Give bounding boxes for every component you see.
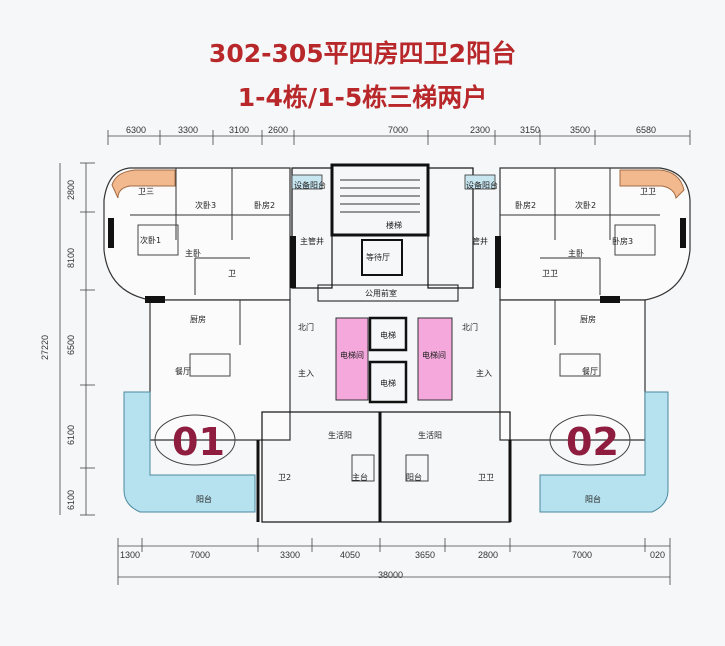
room-core-stair: 楼梯 <box>386 221 402 230</box>
room-right-kitchen: 厨房 <box>580 315 596 324</box>
room-core-elevator-left: 电梯间 <box>340 351 364 360</box>
room-right-balcony: 阳台 <box>585 495 601 504</box>
room-left-bedroom-a: 次卧3 <box>195 201 217 210</box>
left-top-balcony <box>111 169 176 199</box>
dim-bottom-8: 020 <box>650 550 666 560</box>
right-unit <box>499 167 691 441</box>
left-unit <box>103 167 291 441</box>
left-bottom-balcony <box>123 391 256 513</box>
room-left-master: 主卧 <box>185 249 201 258</box>
right-equipment-balcony <box>464 174 496 190</box>
room-core-bottom-bal-right: 生活阳 <box>418 431 442 440</box>
room-core-corridor: 公用前室 <box>365 289 397 298</box>
dim-left-1: 2800 <box>66 179 76 200</box>
dim-bottom-2: 7000 <box>190 550 211 560</box>
room-left-toilet2: 卫2 <box>278 473 292 482</box>
dim-bottom-7: 7000 <box>572 550 593 560</box>
dim-bottom-5: 3650 <box>415 550 436 560</box>
room-right-toilet2: 卫卫 <box>478 473 494 482</box>
left-round-furniture <box>154 414 236 466</box>
room-core-elevator-2: 电梯 <box>380 379 396 388</box>
room-core-lobby: 等待厅 <box>366 253 390 262</box>
room-core-pipe-left: 主管井 <box>300 237 324 246</box>
room-right-hall: 主入 <box>476 369 492 378</box>
room-core-pipe-right: 管井 <box>472 237 488 246</box>
dim-bottom-4: 4050 <box>340 550 361 560</box>
dim-top-4: 2600 <box>268 125 289 135</box>
room-right-bedroom-b: 次卧2 <box>575 201 597 210</box>
right-dining-table <box>559 353 601 377</box>
room-left-balcony: 阳台 <box>196 495 212 504</box>
room-core-equipment-left: 设备阳台 <box>294 181 326 190</box>
dim-top-5: 7000 <box>388 125 409 135</box>
room-left-hall: 主入 <box>298 369 314 378</box>
dim-left-total: 27220 <box>40 334 50 360</box>
building-core <box>256 163 512 523</box>
dim-top-6: 2300 <box>470 125 491 135</box>
core-right-bed <box>405 454 429 482</box>
room-core-elevator-right: 电梯间 <box>422 351 446 360</box>
room-right-bedroom-c: 卧房3 <box>612 237 634 246</box>
room-right-dining: 餐厅 <box>582 367 598 376</box>
right-elevator-hall <box>417 317 453 401</box>
dim-top-9: 6580 <box>636 125 657 135</box>
room-left-bathroom-a: 卫三 <box>138 187 154 196</box>
left-dining-table <box>189 353 231 377</box>
unit-label-right: 02 <box>566 420 619 464</box>
dim-top-7: 3150 <box>520 125 541 135</box>
dim-top-1: 6300 <box>126 125 147 135</box>
room-core-room-right: 北门 <box>462 323 478 332</box>
dim-bottom-total: 38000 <box>378 570 404 580</box>
left-dimension-lines <box>59 162 95 516</box>
room-left-kitchen: 厨房 <box>190 315 206 324</box>
dim-left-2: 8100 <box>66 247 76 268</box>
room-left-bedroom-main: 次卧1 <box>140 236 162 245</box>
left-inner-walls <box>130 168 290 345</box>
left-elevator-hall <box>335 317 369 401</box>
room-core-elevator-1: 电梯 <box>380 331 396 340</box>
left-bed <box>137 224 179 256</box>
room-left-bedroom-b: 卧房2 <box>254 201 276 210</box>
left-equipment-balcony <box>291 174 323 190</box>
room-right-bathroom-a: 卫卫 <box>640 187 656 196</box>
room-core-bottom-bal-left: 生活阳 <box>328 431 352 440</box>
room-left-toilet: 卫 <box>228 269 236 278</box>
room-right-bedroom-a: 卧房2 <box>515 201 537 210</box>
dim-top-3: 3100 <box>229 125 250 135</box>
page-title: 302-305平四房四卫2阳台 <box>208 39 517 68</box>
bottom-dimension-lines <box>117 538 671 585</box>
room-left-dining: 餐厅 <box>175 367 191 376</box>
dim-top-2: 3300 <box>178 125 199 135</box>
room-right-master: 主卧 <box>568 249 584 258</box>
right-round-furniture <box>549 414 631 466</box>
room-right-toilet: 卫卫 <box>542 269 558 278</box>
dim-left-4: 6100 <box>66 424 76 445</box>
dim-top-8: 3500 <box>570 125 591 135</box>
top-dimension-lines <box>107 130 691 145</box>
page-subtitle: 1-4栋/1-5栋三梯两户 <box>237 83 488 112</box>
right-inner-walls <box>500 168 660 345</box>
dim-left-5: 6100 <box>66 489 76 510</box>
unit-label-left: 01 <box>172 420 225 464</box>
right-top-balcony <box>619 169 685 200</box>
room-core-bottom-wc-left: 主台 <box>352 473 368 482</box>
room-core-equipment-right: 设备阳台 <box>466 181 498 190</box>
dim-bottom-6: 2800 <box>478 550 499 560</box>
dim-bottom-1: 1300 <box>120 550 141 560</box>
dim-left-3: 6500 <box>66 334 76 355</box>
room-core-room-left: 北门 <box>298 323 314 332</box>
room-core-bottom-wc-right: 阳台 <box>406 473 422 482</box>
stair-lines <box>340 179 420 213</box>
right-bed <box>614 224 656 256</box>
dim-bottom-3: 3300 <box>280 550 301 560</box>
wall-blocks <box>108 218 686 303</box>
core-left-bed <box>351 454 375 482</box>
right-bottom-balcony <box>539 391 669 513</box>
